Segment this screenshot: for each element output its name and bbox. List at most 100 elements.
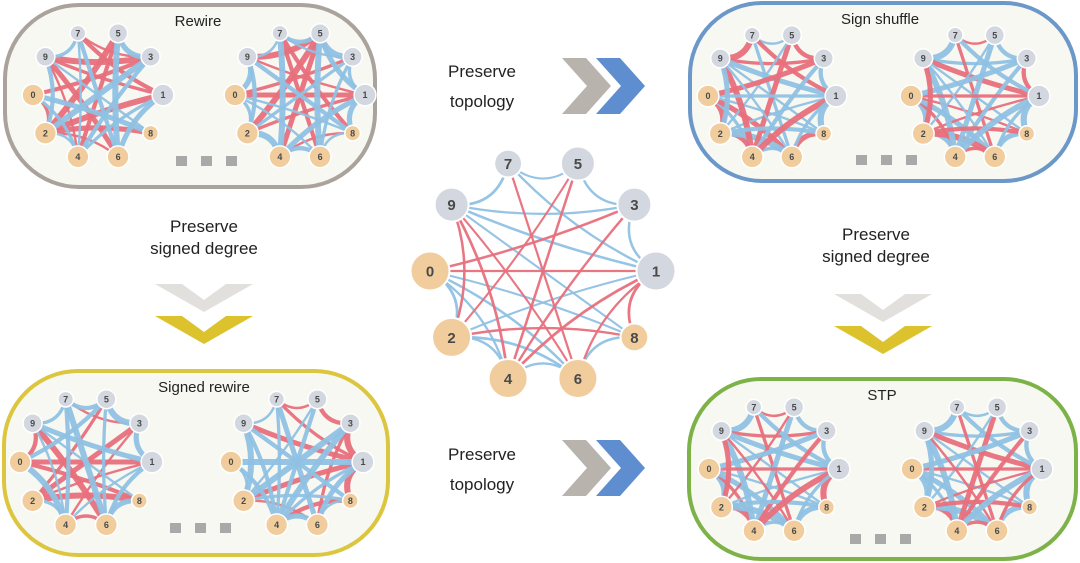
- node-8: 8: [1021, 498, 1039, 516]
- node-circle: [711, 420, 732, 442]
- node-label: 0: [228, 457, 233, 467]
- positive-edge: [450, 326, 636, 339]
- node-circle: [948, 398, 966, 416]
- node-9: 9: [237, 46, 258, 68]
- node-label: 2: [241, 496, 246, 506]
- node-label: 6: [792, 526, 797, 536]
- node-0: 0: [219, 450, 243, 474]
- node-5: 5: [781, 24, 803, 46]
- top-chevron-arrow: [562, 58, 645, 114]
- node-label: 1: [652, 263, 660, 280]
- node-circle: [1018, 125, 1036, 143]
- node-circle: [696, 84, 720, 108]
- node-circle: [985, 519, 1009, 543]
- stp-ellipsis: [850, 534, 911, 544]
- node-label: 8: [824, 502, 829, 512]
- positive-edge: [720, 429, 796, 532]
- ellipsis-dot: [170, 523, 181, 533]
- node-circle: [219, 450, 243, 474]
- node-9: 9: [233, 412, 254, 434]
- top-annotation-line1: Preserve: [448, 62, 516, 81]
- ellipsis-dot: [850, 534, 861, 544]
- node-label: 1: [160, 90, 165, 100]
- negative-edge: [276, 30, 286, 160]
- positive-edge: [428, 203, 636, 273]
- negative-edge: [450, 203, 636, 216]
- positive-edge: [245, 93, 367, 135]
- node-label: 2: [719, 502, 724, 512]
- node-1: 1: [1027, 84, 1051, 108]
- node-label: 2: [245, 128, 250, 138]
- node-circle: [223, 83, 247, 107]
- node-7: 7: [57, 390, 75, 408]
- node-label: 5: [995, 402, 1000, 412]
- node-circle: [487, 358, 529, 399]
- positive-edge: [450, 203, 579, 380]
- node-label: 6: [116, 152, 121, 162]
- node-label: 3: [821, 54, 826, 64]
- node-circle: [745, 398, 763, 416]
- node-2: 2: [231, 489, 256, 513]
- right-chevron-arrow: [834, 294, 932, 354]
- node-label: 1: [362, 90, 367, 100]
- node-9: 9: [433, 186, 470, 223]
- node-label: 7: [75, 28, 80, 38]
- node-circle: [107, 22, 129, 44]
- node-label: 3: [630, 197, 638, 214]
- node-circle: [616, 186, 653, 223]
- node-circle: [106, 145, 130, 169]
- node-label: 3: [148, 52, 153, 62]
- node-circle: [309, 22, 331, 44]
- node-label: 4: [63, 520, 68, 530]
- negative-edge: [233, 93, 354, 135]
- node-label: 3: [824, 426, 829, 436]
- node-4: 4: [742, 519, 766, 543]
- node-circle: [708, 121, 732, 146]
- negative-edge: [719, 33, 793, 135]
- positive-edge: [506, 269, 658, 380]
- node-1: 1: [151, 83, 175, 107]
- node-1: 1: [353, 83, 377, 107]
- node-circle: [559, 145, 596, 182]
- node-circle: [781, 24, 803, 46]
- node-circle: [912, 48, 934, 69]
- node-label: 7: [953, 30, 958, 40]
- node-5: 5: [986, 396, 1008, 418]
- sign-shuffle-title: Sign shuffle: [841, 11, 919, 28]
- node-circle: [742, 519, 766, 543]
- node-6: 6: [780, 145, 804, 169]
- negative-edge: [922, 33, 996, 135]
- node-circle: [709, 495, 734, 519]
- negative-edge: [922, 57, 996, 159]
- node-circle: [1021, 498, 1039, 516]
- node-label: 7: [63, 395, 68, 405]
- left-chevron-arrow: [155, 284, 253, 344]
- node-label: 2: [447, 330, 455, 347]
- node-circle: [342, 46, 363, 68]
- negative-edge: [30, 92, 154, 136]
- node-label: 8: [1027, 502, 1032, 512]
- node-label: 3: [350, 52, 355, 62]
- node-2: 2: [33, 121, 58, 145]
- node-label: 6: [315, 520, 320, 530]
- negative-edge: [245, 55, 355, 135]
- node-2: 2: [911, 121, 935, 146]
- positive-edge: [506, 203, 636, 380]
- ellipsis-dot: [220, 523, 231, 533]
- node-label: 6: [318, 152, 323, 162]
- node-1: 1: [824, 84, 848, 108]
- node-circle: [914, 420, 935, 442]
- negative-edge: [63, 397, 71, 527]
- node-label: 2: [43, 128, 48, 138]
- node-6: 6: [308, 145, 332, 169]
- node-label: 0: [909, 464, 914, 474]
- node-label: 3: [348, 418, 353, 428]
- bottom-chevron-arrow: [562, 440, 645, 496]
- node-label: 6: [574, 371, 582, 388]
- node-5: 5: [783, 396, 805, 418]
- node-label: 7: [277, 28, 282, 38]
